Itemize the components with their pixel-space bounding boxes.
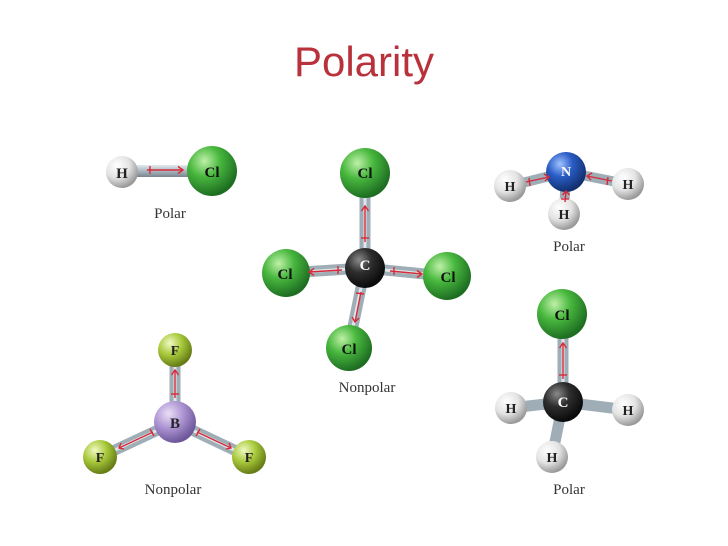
molecule-bf3: B F F F: [83, 333, 266, 474]
molecule-ccl4: C Cl Cl Cl Cl: [262, 148, 471, 371]
molecule-nh3: N H H H: [494, 152, 644, 230]
hydrogen-atom: [612, 394, 644, 426]
atom-label-cl: Cl: [205, 165, 220, 181]
boron-atom: [154, 401, 196, 443]
atom-label-cl: Cl: [441, 270, 456, 286]
chlorine-atom: [340, 148, 390, 198]
nitrogen-atom: [546, 152, 586, 192]
atom-label-h: H: [559, 208, 570, 223]
chlorine-atom: [262, 249, 310, 297]
caption-ccl4: Nonpolar: [338, 380, 396, 396]
atom-label-c: C: [558, 395, 569, 411]
slide-title: Polarity: [293, 38, 435, 85]
atom-label-h: H: [547, 451, 558, 466]
fluorine-atom: [158, 333, 192, 367]
atom-label-h: H: [505, 180, 516, 195]
dipole-arrows: [307, 204, 424, 324]
dipole-arrow: [558, 341, 568, 379]
atom-label-f: F: [171, 344, 180, 359]
caption-nh3: Polar: [553, 239, 585, 255]
fluorine-atom: [83, 440, 117, 474]
chlorine-atom: [423, 252, 471, 300]
caption-hcl: Polar: [154, 206, 186, 222]
caption-ch3cl: Polar: [553, 482, 585, 498]
chlorine-atom: [187, 146, 237, 196]
chlorine-atom: [326, 325, 372, 371]
atom-label-cl: Cl: [358, 166, 373, 182]
atom-label-f: F: [245, 451, 254, 466]
atom-label-cl: Cl: [555, 308, 570, 324]
molecule-hcl: H Cl: [106, 146, 237, 196]
dipole-arrows: [118, 368, 232, 450]
hydrogen-atom: [494, 170, 526, 202]
carbon-atom: [345, 248, 385, 288]
atom-label-f: F: [96, 451, 105, 466]
hydrogen-atom: [106, 156, 138, 188]
atom-label-n: N: [561, 165, 571, 180]
molecule-ch3cl: C Cl H H H: [495, 289, 644, 473]
atom-label-b: B: [170, 416, 180, 432]
atom-label-h: H: [506, 402, 517, 417]
atom-label-h: H: [116, 166, 128, 182]
dipole-arrows: [525, 172, 613, 203]
atom-label-h: H: [623, 178, 634, 193]
atom-label-c: C: [360, 258, 371, 274]
atom-label-cl: Cl: [278, 267, 293, 283]
chlorine-atom: [537, 289, 587, 339]
atom-label-cl: Cl: [342, 342, 357, 358]
hydrogen-atom: [495, 392, 527, 424]
hydrogen-atom: [612, 168, 644, 200]
caption-bf3: Nonpolar: [144, 482, 202, 498]
dipole-arrow: [147, 165, 185, 175]
carbon-atom: [543, 382, 583, 422]
fluorine-atom: [232, 440, 266, 474]
hydrogen-atom: [536, 441, 568, 473]
atom-label-h: H: [623, 404, 634, 419]
hydrogen-atom: [548, 198, 580, 230]
